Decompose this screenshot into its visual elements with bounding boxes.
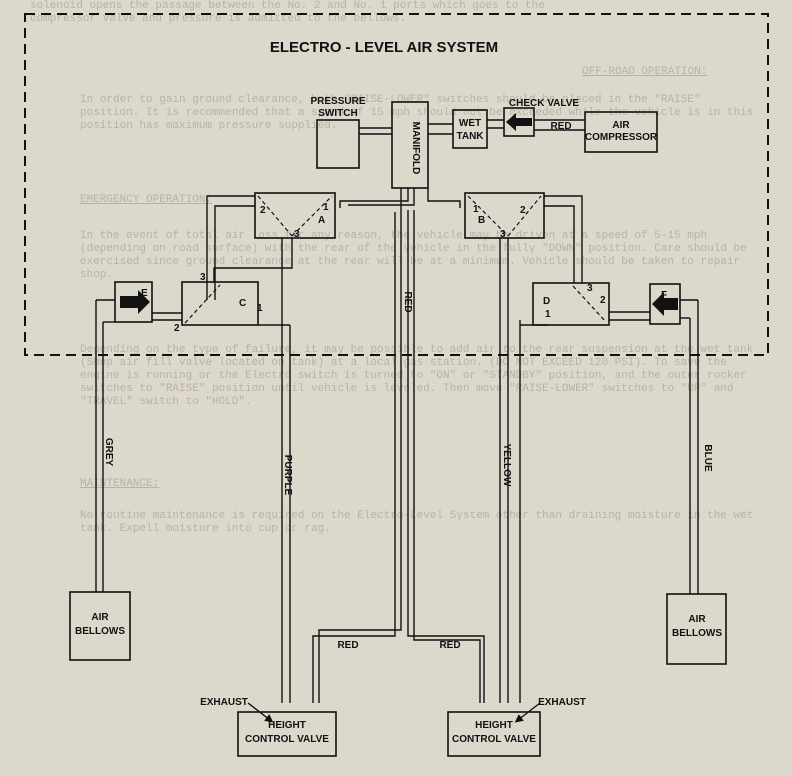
air-compressor-box — [584, 111, 658, 153]
red-line-label-vertical: RED — [402, 291, 413, 312]
valve-b-label: B — [478, 215, 485, 226]
valve-a-port-3: 3 — [294, 229, 300, 240]
valve-d-port-1: 1 — [545, 309, 551, 320]
diagram-title: ELECTRO - LEVEL AIR SYSTEM — [270, 39, 498, 56]
check-valve-f — [649, 283, 681, 325]
valve-b-port-1: 1 — [473, 204, 479, 215]
heading-off-road: OFF-ROAD OPERATION: — [582, 66, 708, 78]
check-valve-e-arrow-icon — [120, 290, 150, 314]
check-valve-label: CHECK VALVE — [509, 98, 580, 109]
solenoid-valve-b — [464, 192, 545, 239]
solenoid-valve-d — [532, 282, 610, 326]
check-valve-f-arrow-icon — [652, 292, 678, 316]
valve-b-port-3: 3 — [500, 229, 506, 240]
manifold-label: MANIFOLD — [410, 122, 421, 175]
height-valve-left-label-1: HEIGHT — [268, 720, 306, 731]
valve-a-port-1: 1 — [323, 202, 329, 213]
solenoid-valve-a — [254, 192, 336, 239]
valve-a-label: A — [318, 215, 325, 226]
valve-d-label: D — [543, 296, 550, 307]
air-bellows-right-box — [666, 593, 727, 665]
heading-emergency: EMERGENCY OPERATION: — [80, 194, 213, 206]
air-bellows-left-box — [69, 591, 131, 661]
air-compressor-label-1: AIR — [612, 120, 630, 131]
exhaust-left-label: EXHAUST — [200, 697, 248, 708]
wet-tank-label-2: TANK — [456, 131, 484, 142]
air-compressor-label-2: COMPRESSOR — [585, 132, 658, 143]
piping — [95, 119, 699, 723]
paragraph-maintenance: No routine maintenance is required on th… — [80, 510, 760, 535]
valve-e-label: E — [141, 288, 148, 299]
height-control-valve-right-box — [447, 711, 541, 757]
wet-tank-label-1: WET — [459, 118, 481, 129]
blue-line-label: BLUE — [702, 444, 713, 472]
air-bellows-left-label-2: BELLOWS — [75, 626, 125, 637]
height-valve-right-label-2: CONTROL VALVE — [452, 734, 536, 745]
solenoid-valve-c — [181, 281, 259, 326]
check-valve-arrow-icon — [506, 113, 532, 131]
wet-tank-box — [452, 109, 488, 149]
red-line-label-left: RED — [337, 640, 358, 651]
air-bellows-right-label-1: AIR — [688, 614, 706, 625]
manifold-box — [391, 101, 429, 189]
red-line-label-right: RED — [439, 640, 460, 651]
valve-d-port-3: 3 — [587, 283, 593, 294]
pressure-switch-label-2: SWITCH — [318, 108, 357, 119]
air-bellows-left-label-1: AIR — [91, 612, 109, 623]
yellow-line-label: YELLOW — [501, 444, 512, 487]
red-line-label-compressor: RED — [550, 121, 571, 132]
background-text-line1: solenoid opens the passage between the N… — [30, 0, 545, 12]
heading-maintenance: MAINTENANCE: — [80, 478, 160, 490]
check-valve-e — [114, 281, 153, 323]
paragraph-emergency: In the event of total air loss for any r… — [80, 230, 754, 281]
valve-d-port-2: 2 — [600, 295, 606, 306]
height-valve-right-label-1: HEIGHT — [475, 720, 513, 731]
air-bellows-right-label-2: BELLOWS — [672, 628, 722, 639]
valve-c-port-3: 3 — [200, 272, 206, 283]
pressure-switch-label-1: PRESSURE — [310, 96, 365, 107]
check-valve-box — [503, 107, 535, 137]
dashed-enclosure — [24, 13, 769, 356]
valve-f-label: F — [661, 290, 667, 301]
exhaust-right-label: EXHAUST — [538, 697, 586, 708]
grey-line-label: GREY — [103, 438, 114, 467]
height-control-valve-left-box — [237, 711, 337, 757]
paragraph-off-road: In order to gain ground clearance, both … — [80, 94, 760, 132]
valve-c-port-1: 1 — [257, 303, 263, 314]
valve-a-port-2: 2 — [260, 205, 266, 216]
paragraph-failure: Depending on the type of failure, it may… — [80, 344, 760, 408]
valve-c-port-2: 2 — [174, 323, 180, 334]
height-valve-left-label-2: CONTROL VALVE — [245, 734, 329, 745]
pressure-switch-box — [316, 119, 360, 169]
valve-b-port-2: 2 — [520, 205, 526, 216]
valve-c-label: C — [239, 298, 246, 309]
purple-line-label: PURPLE — [282, 455, 293, 496]
background-text-line2: compressor valve and pressure is admitte… — [30, 13, 407, 25]
